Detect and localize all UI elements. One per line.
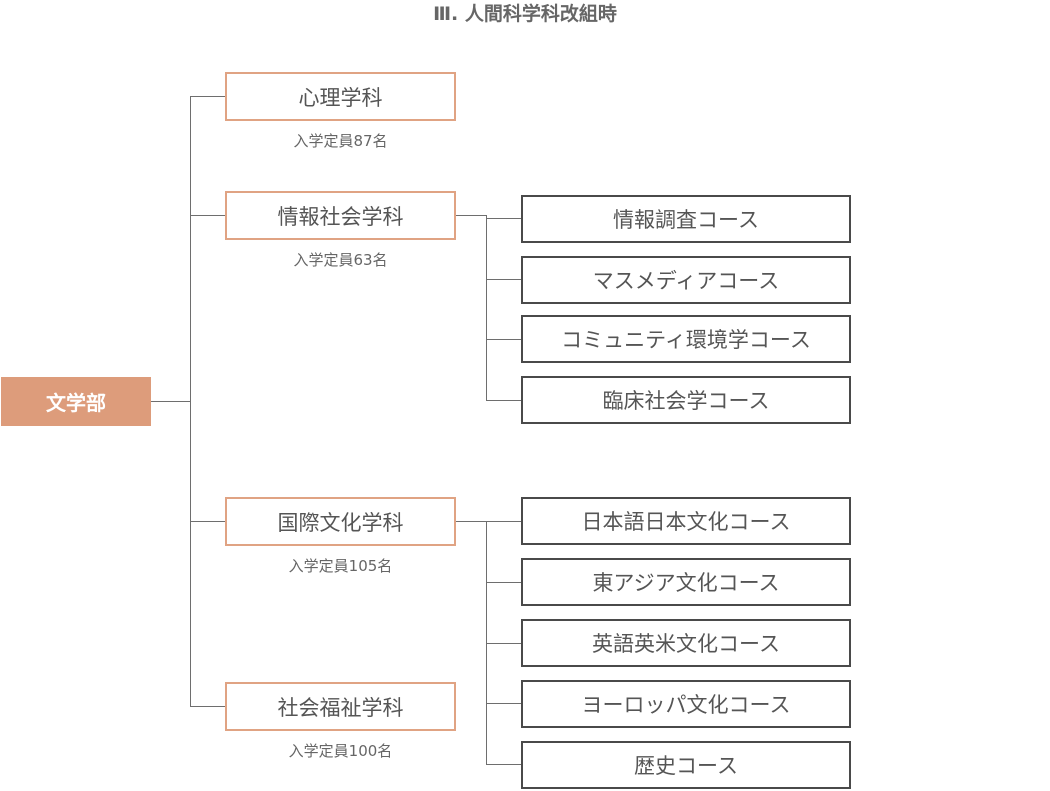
connector-dept-4 bbox=[190, 706, 225, 707]
course-box: ヨーロッパ文化コース bbox=[521, 680, 851, 728]
connector-course bbox=[486, 643, 521, 644]
dept-capacity: 入学定員87名 bbox=[293, 132, 388, 150]
course-box: 臨床社会学コース bbox=[521, 376, 851, 424]
connector-root bbox=[151, 401, 190, 402]
connector-info-trunk bbox=[486, 215, 487, 401]
connector-course bbox=[486, 218, 521, 219]
connector-dept-1 bbox=[190, 96, 225, 97]
root-node-faculty: 文学部 bbox=[1, 377, 151, 426]
connector-course bbox=[486, 279, 521, 280]
course-box: 英語英米文化コース bbox=[521, 619, 851, 667]
connector-dept-3 bbox=[190, 521, 225, 522]
dept-capacity: 入学定員63名 bbox=[293, 251, 388, 269]
dept-box-social-welfare: 社会福祉学科 bbox=[225, 682, 456, 731]
course-box: マスメディアコース bbox=[521, 256, 851, 304]
course-box: 東アジア文化コース bbox=[521, 558, 851, 606]
connector-course bbox=[486, 400, 521, 401]
course-box: 情報調査コース bbox=[521, 195, 851, 243]
dept-capacity: 入学定員100名 bbox=[288, 742, 393, 760]
diagram-title: Ⅲ. 人間科学科改組時 bbox=[433, 3, 617, 25]
dept-box-intl-culture: 国際文化学科 bbox=[225, 497, 456, 546]
dept-capacity: 入学定員105名 bbox=[288, 557, 393, 575]
dept-box-psychology: 心理学科 bbox=[225, 72, 456, 121]
course-box: 日本語日本文化コース bbox=[521, 497, 851, 545]
connector-course bbox=[486, 582, 521, 583]
connector-course bbox=[486, 703, 521, 704]
course-box: 歴史コース bbox=[521, 741, 851, 789]
connector-trunk bbox=[190, 96, 191, 706]
dept-box-info-society: 情報社会学科 bbox=[225, 191, 456, 240]
connector-course bbox=[486, 764, 521, 765]
course-box: コミュニティ環境学コース bbox=[521, 315, 851, 363]
connector-course bbox=[486, 339, 521, 340]
connector-culture-out bbox=[456, 521, 486, 522]
connector-course bbox=[486, 521, 521, 522]
connector-dept-2 bbox=[190, 215, 225, 216]
connector-info-out bbox=[456, 215, 486, 216]
connector-culture-trunk bbox=[486, 521, 487, 764]
